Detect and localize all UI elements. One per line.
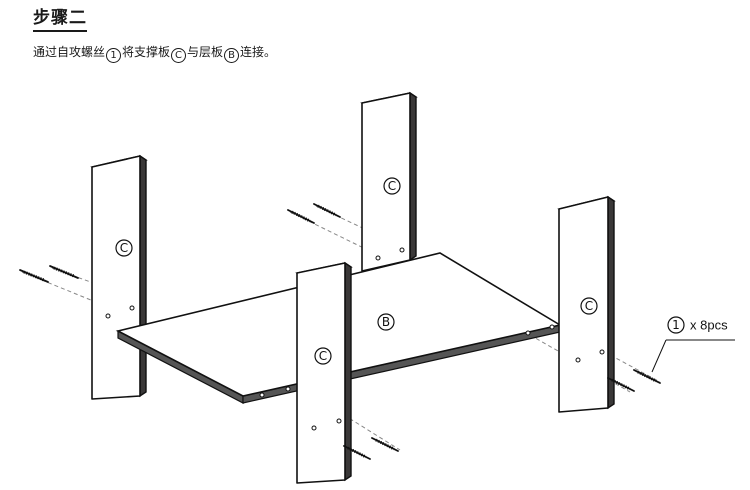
screw-quantity-mark: 1	[672, 318, 680, 332]
support-board-front-right: C	[557, 195, 616, 413]
screw-icon	[633, 369, 661, 384]
support-label-front-right: C	[585, 299, 593, 313]
instruction-part-4: 连接。	[240, 45, 277, 59]
support-label-front-center: C	[319, 349, 327, 363]
instruction-part-2: 将支撑板	[122, 45, 171, 59]
support-label-back-center: C	[388, 179, 396, 193]
support-board-back-left: C	[90, 154, 148, 400]
screw-icon	[371, 437, 399, 452]
screw-icon	[19, 269, 49, 283]
support-board-back-center: C	[360, 91, 418, 272]
screw-icon	[49, 265, 79, 279]
step-title: 步骤二	[33, 8, 87, 32]
screw-mark: 1	[106, 48, 122, 63]
shelf-board-mark: B	[224, 48, 240, 63]
screw-icon	[287, 209, 315, 224]
screw-icon	[343, 445, 371, 460]
screw-icon	[607, 377, 635, 392]
support-board-front-center: C	[295, 261, 353, 484]
support-board-mark: C	[171, 48, 187, 63]
instruction-part-1: 通过自攻螺丝	[33, 45, 106, 59]
instruction-part-3: 与层板	[187, 45, 224, 59]
shelf-label: B	[382, 315, 390, 329]
support-label-back-left: C	[120, 241, 128, 255]
screw-quantity-callout: 1 x 8pcs	[651, 316, 735, 373]
screw-quantity: x 8pcs	[690, 318, 728, 333]
screw-icon	[313, 203, 341, 218]
screws	[19, 203, 661, 460]
